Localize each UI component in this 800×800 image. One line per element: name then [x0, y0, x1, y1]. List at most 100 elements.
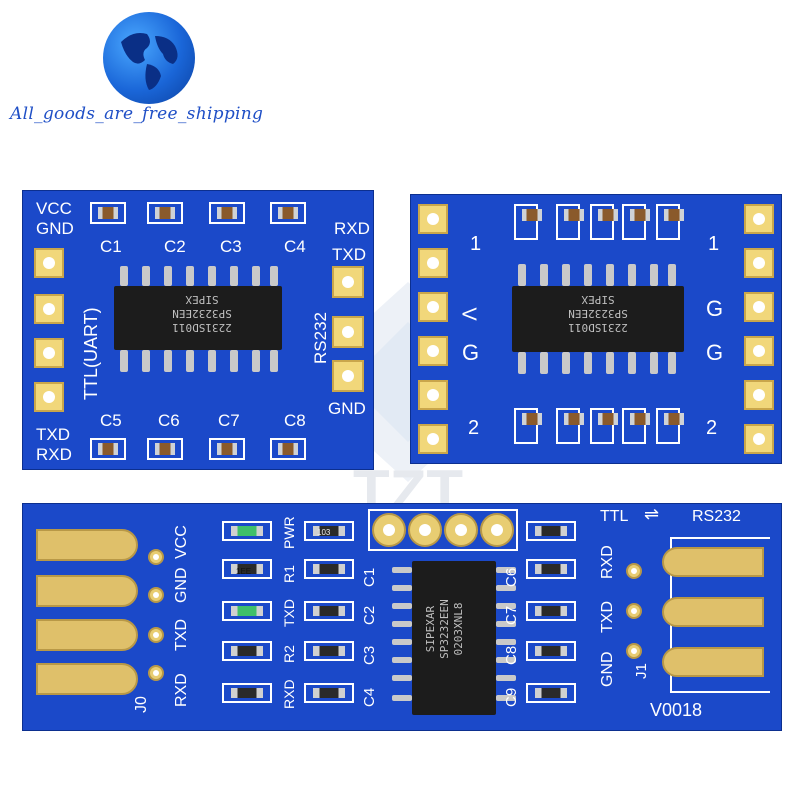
- cap-label: C5: [100, 411, 122, 430]
- pin-pad: [744, 336, 774, 366]
- via: [626, 643, 642, 659]
- via: [148, 627, 164, 643]
- capacitor: [656, 408, 684, 444]
- resistor-code: 103: [317, 528, 331, 537]
- pin-pad: [744, 424, 774, 454]
- capacitor: [304, 641, 354, 661]
- ttl-uart-label: TTL(UART): [81, 307, 101, 400]
- pin-pad: [744, 380, 774, 410]
- board-1: VCC GND C1 C2 C3 C4 TTL(UART) 2231SD011 …: [22, 190, 374, 470]
- store-name: All_goods_are_free_shipping: [10, 104, 264, 124]
- gnd-right-label: GND: [599, 651, 616, 687]
- label-g-right: G: [706, 296, 724, 321]
- capacitor: [209, 438, 245, 460]
- cap-label: C9: [503, 687, 520, 707]
- gnd-pin-label: GND: [173, 567, 190, 603]
- capacitor: [526, 601, 576, 621]
- pin-pad: [34, 294, 64, 324]
- gold-finger: [662, 597, 764, 627]
- cap-label: C6: [503, 567, 520, 587]
- capacitor: [556, 204, 584, 240]
- pin-pad: [744, 292, 774, 322]
- capacitor: [514, 204, 542, 240]
- label-1-right: 1: [708, 233, 720, 255]
- pin-pad: [418, 380, 448, 410]
- led: [222, 521, 272, 541]
- rxd-pin-label: RXD: [173, 673, 190, 707]
- capacitor: [90, 438, 126, 460]
- via: [148, 587, 164, 603]
- cap-label: C2: [361, 605, 378, 625]
- header-pin: [408, 513, 442, 547]
- gnd-label: GND: [36, 219, 74, 238]
- txd-col-label: TXD: [281, 599, 297, 627]
- chip-marking: 2231SD011 SP3232EEN SIPEX: [568, 293, 628, 334]
- cap-label: C7: [503, 605, 520, 625]
- cap-label: C4: [284, 237, 306, 256]
- board-3: VCC GND TXD RXD J0 1EE PWR R1 TXD R2 RXD…: [22, 503, 782, 731]
- cap-label: C3: [220, 237, 242, 256]
- capacitor: [304, 559, 354, 579]
- resistor: [222, 683, 272, 703]
- pin-pad: [34, 382, 64, 412]
- txd-right-label: TXD: [599, 601, 616, 633]
- rs232-label: RS232: [311, 312, 330, 364]
- led: [222, 601, 272, 621]
- resistor: [222, 641, 272, 661]
- capacitor: [526, 559, 576, 579]
- label-g-left: G: [462, 340, 480, 365]
- capacitor: [590, 408, 618, 444]
- pin-pad: [34, 338, 64, 368]
- cap-label: C7: [218, 411, 240, 430]
- led-code: 1EE: [236, 567, 252, 576]
- capacitor: [209, 202, 245, 224]
- rxd-col-label: RXD: [281, 679, 297, 709]
- j0-label: J0: [133, 696, 150, 713]
- pin-pad: [418, 204, 448, 234]
- capacitor: [147, 438, 183, 460]
- resistor-103: [304, 521, 354, 541]
- vcc-pin-label: VCC: [173, 525, 190, 559]
- globe-logo-icon: [103, 12, 195, 104]
- via: [626, 603, 642, 619]
- r1-label: R1: [281, 565, 297, 583]
- capacitor: [304, 601, 354, 621]
- capacitor: [526, 641, 576, 661]
- pin-pad: [332, 266, 364, 298]
- chip-marking: SIPEXAR SP3232EEN 0203XNL8: [424, 599, 465, 659]
- cap-label: C8: [503, 645, 520, 665]
- pin-pad: [418, 248, 448, 278]
- header-outline: [368, 509, 518, 551]
- header-pin: [372, 513, 406, 547]
- header-pin: [444, 513, 478, 547]
- ttl-label: TTL: [600, 508, 629, 525]
- capacitor: [270, 438, 306, 460]
- resistor: [222, 559, 272, 579]
- capacitor: [304, 683, 354, 703]
- gold-finger: [36, 529, 138, 561]
- pin-pad: [34, 248, 64, 278]
- capacitor: [590, 204, 618, 240]
- gold-finger: [36, 619, 138, 651]
- board-2: 1 V G 2 1 G G 2 2231SD011 SP3232EEN SIPE…: [410, 194, 782, 464]
- capacitor: [526, 521, 576, 541]
- r2-label: R2: [281, 645, 297, 663]
- direction-arrows-icon: ⇌: [644, 504, 660, 524]
- pin-pad: [418, 336, 448, 366]
- capacitor: [514, 408, 542, 444]
- gold-finger: [662, 547, 764, 577]
- capacitor: [147, 202, 183, 224]
- via: [626, 563, 642, 579]
- pin-pad: [332, 316, 364, 348]
- cap-label: C2: [164, 237, 186, 256]
- cap-label: C3: [361, 645, 378, 665]
- sp3232-chip: [512, 286, 684, 352]
- gold-finger: [36, 575, 138, 607]
- capacitor: [622, 204, 650, 240]
- cap-label: C6: [158, 411, 180, 430]
- label-2-right: 2: [706, 417, 718, 439]
- rs232-label: RS232: [692, 508, 741, 525]
- label-2-left: 2: [468, 417, 480, 439]
- header-pin: [480, 513, 514, 547]
- txd-label-bottom: TXD: [36, 425, 70, 444]
